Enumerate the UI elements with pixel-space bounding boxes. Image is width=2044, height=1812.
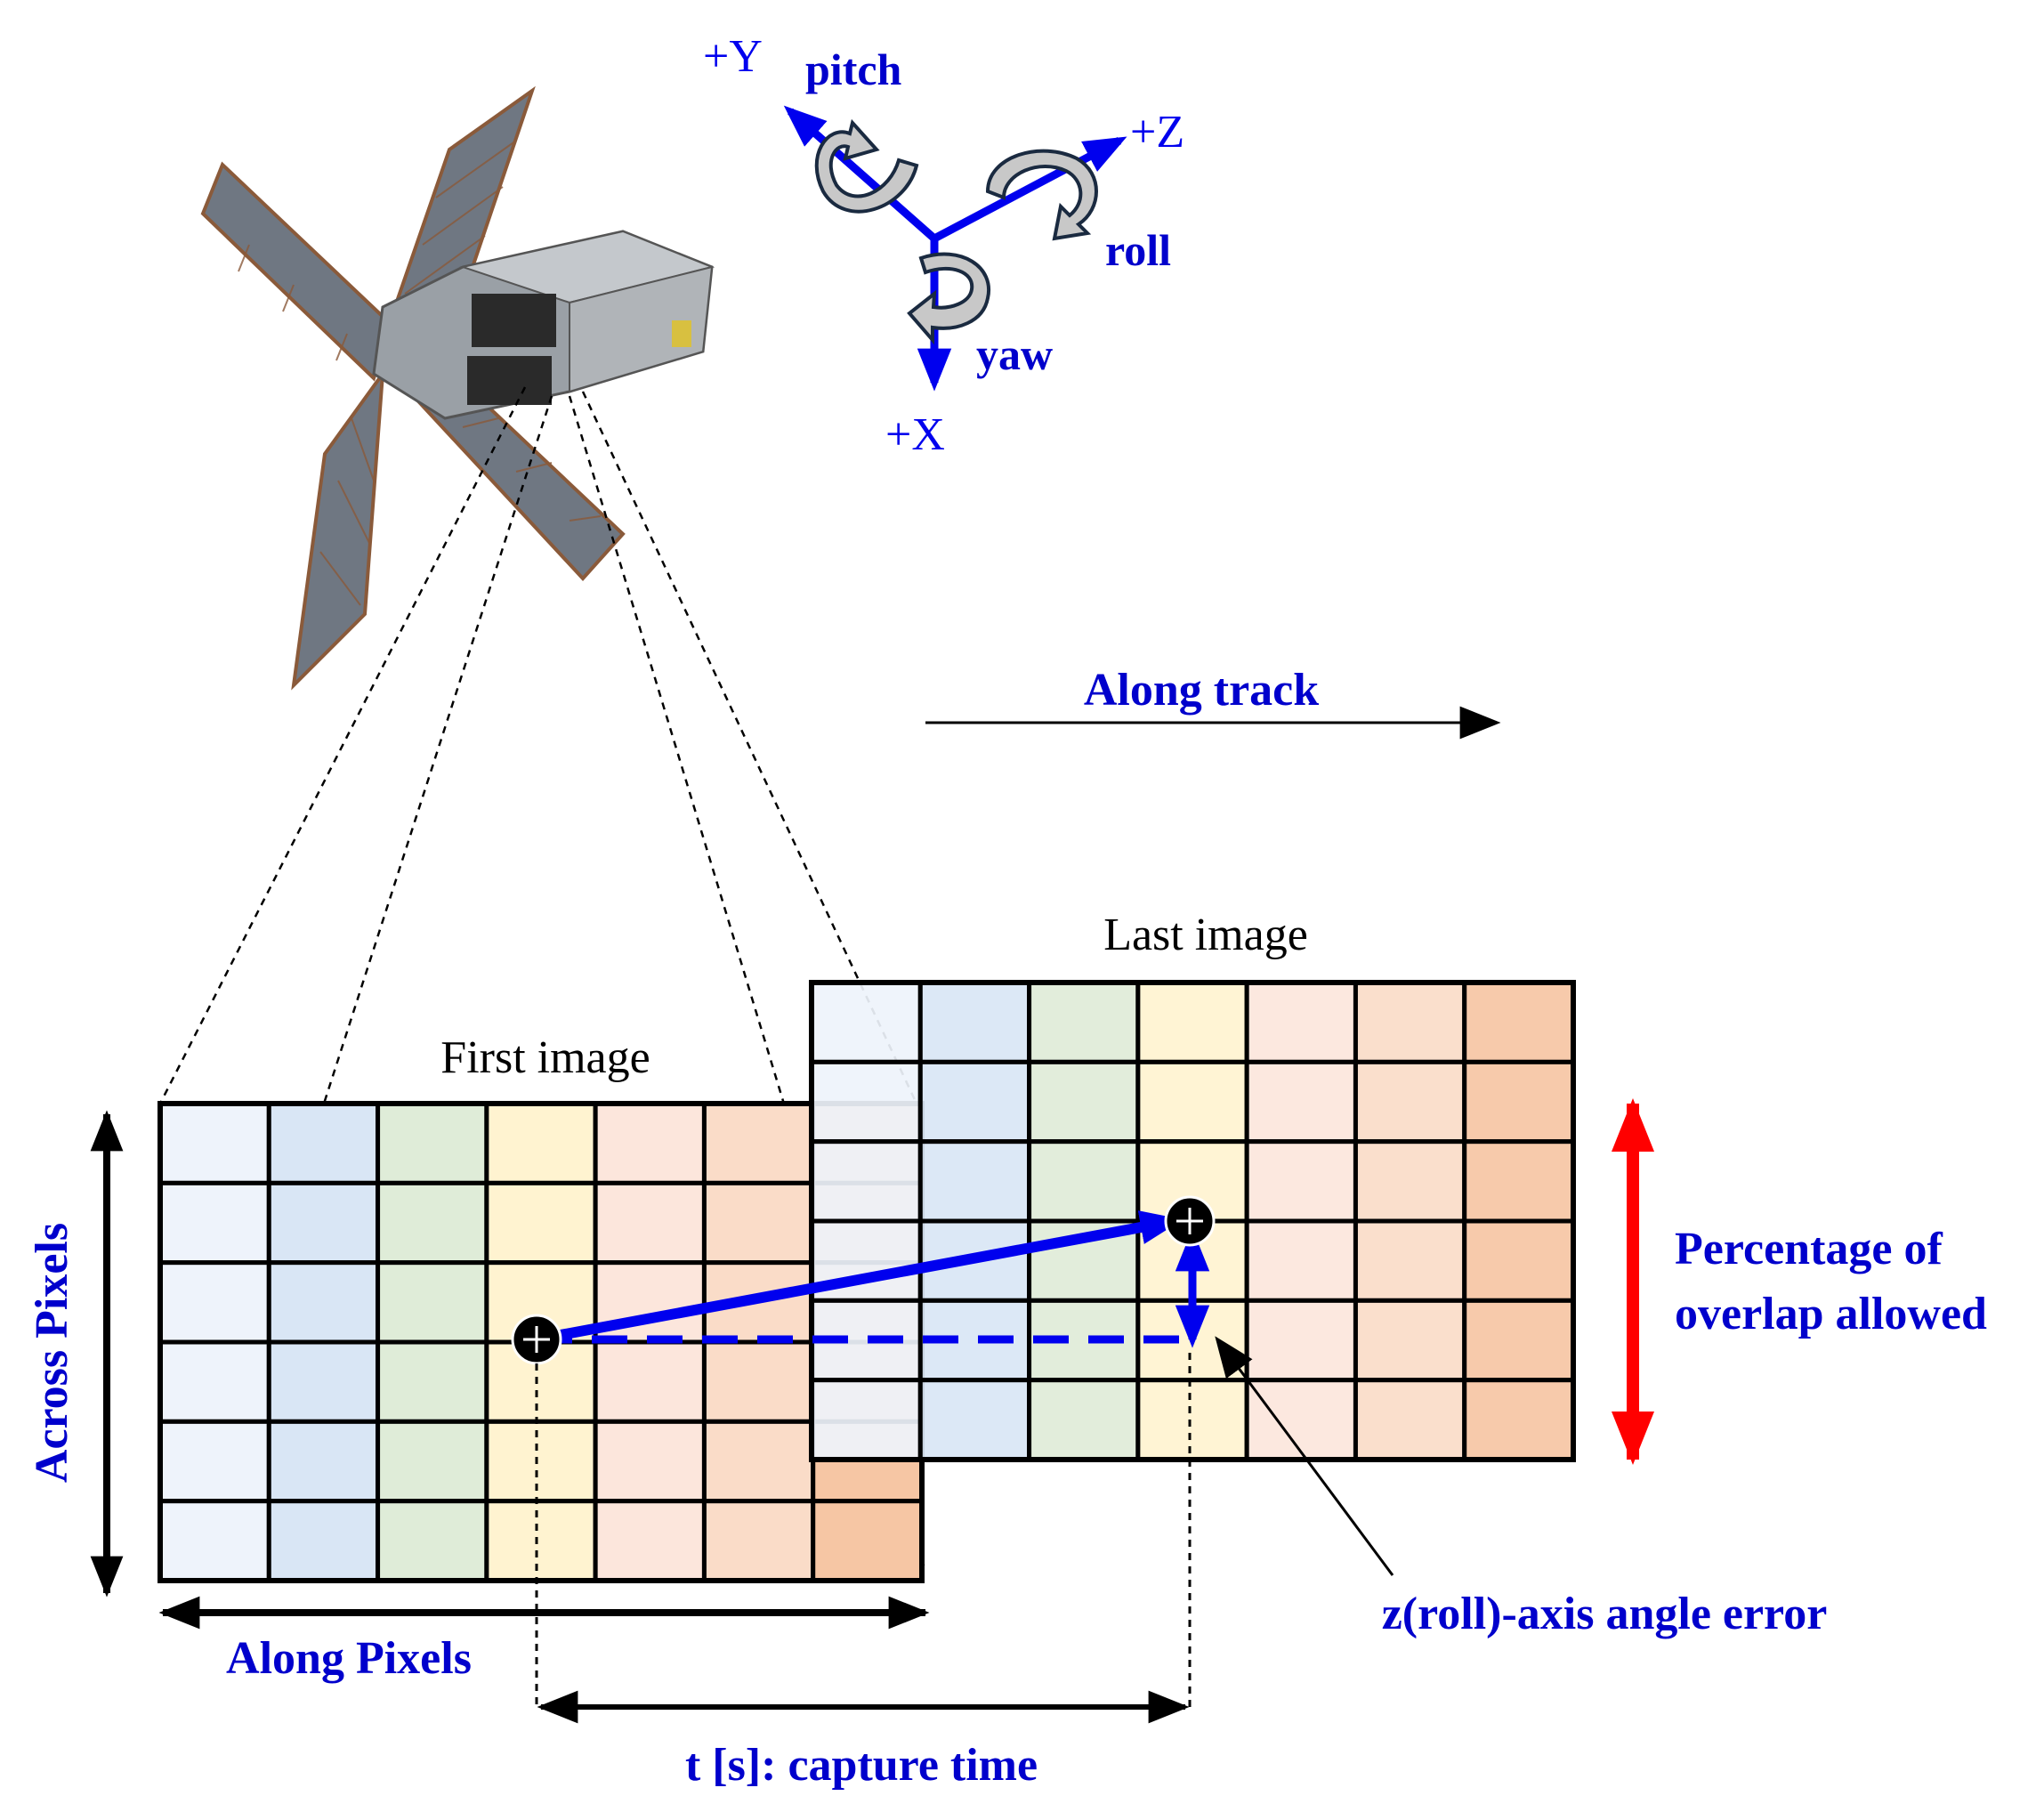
- last-image-cell: [1135, 1059, 1249, 1145]
- last-image-cell: [917, 980, 1032, 1064]
- last-image-cell: [1353, 980, 1467, 1064]
- last-image-grid: [809, 980, 1576, 1462]
- along-pixels-label: Along Pixels: [226, 1633, 472, 1684]
- last-image-cell: [1353, 1298, 1467, 1383]
- first-image-cell: [376, 1101, 489, 1185]
- first-image-cell: [593, 1180, 707, 1266]
- first-image-cell: [376, 1499, 489, 1583]
- last-image-cell: [917, 1139, 1032, 1224]
- last-image-cell: [1353, 1218, 1467, 1303]
- first-center-marker: [511, 1314, 562, 1365]
- last-image-cell: [1353, 1378, 1467, 1462]
- last-image-cell: [917, 1378, 1032, 1462]
- first-image-cell: [158, 1101, 271, 1185]
- last-image-label: Last image: [1103, 910, 1308, 960]
- across-pixels-label: Across Pixels: [27, 1223, 77, 1483]
- first-image-cell: [158, 1260, 271, 1345]
- plus-x-label: +X: [885, 409, 945, 460]
- first-image-cell: [266, 1180, 381, 1266]
- first-image-cell: [484, 1180, 598, 1266]
- last-image-cell: [917, 1059, 1032, 1145]
- roll-error-label: z(roll)-axis angle error: [1382, 1589, 1828, 1639]
- first-image-cell: [811, 1499, 925, 1583]
- last-image-cell: [1353, 1059, 1467, 1145]
- first-image-cell: [376, 1339, 489, 1424]
- last-image-cell: [809, 1139, 923, 1224]
- last-image-cell: [809, 1378, 923, 1462]
- displacement-arrow: [535, 1210, 1184, 1345]
- first-image-cell: [266, 1339, 381, 1424]
- pitch-label: pitch: [805, 44, 902, 94]
- last-image-cell: [1027, 1139, 1141, 1224]
- along-track-label: Along track: [1084, 665, 1319, 716]
- first-image-cell: [266, 1499, 381, 1583]
- first-image-cell: [158, 1499, 271, 1583]
- first-image-cell: [701, 1419, 816, 1504]
- pitch-rotation-icon: [814, 118, 919, 214]
- first-image-cell: [266, 1260, 381, 1345]
- first-image-cell: [701, 1499, 816, 1583]
- last-image-cell: [1135, 980, 1249, 1064]
- last-image-cell: [809, 980, 923, 1064]
- last-image-cell: [1244, 1059, 1358, 1145]
- capture-time-label: t [s]: capture time: [685, 1740, 1038, 1791]
- last-image-cell: [809, 1059, 923, 1145]
- last-image-cell: [1244, 1298, 1358, 1383]
- first-image-cell: [593, 1419, 707, 1504]
- first-image-cell: [376, 1419, 489, 1504]
- first-image-cell: [484, 1101, 598, 1185]
- roll-label: roll: [1105, 225, 1171, 275]
- first-image-cell: [701, 1180, 816, 1266]
- first-image-cell: [593, 1101, 707, 1185]
- first-image-cell: [158, 1339, 271, 1424]
- last-image-cell: [1027, 1059, 1141, 1145]
- first-image-cell: [266, 1419, 381, 1504]
- first-image-cell: [484, 1419, 598, 1504]
- axis-triad: +Y pitch +Z roll yaw +X: [703, 31, 1184, 460]
- first-image-cell: [158, 1419, 271, 1504]
- last-image-cell: [1462, 1139, 1576, 1224]
- overlap-label-line2: overlap allowed: [1675, 1289, 1987, 1339]
- overlap-label-line1: Percentage of: [1675, 1224, 1943, 1274]
- solar-panel-lower: [291, 368, 385, 691]
- last-image-cell: [1244, 1378, 1358, 1462]
- first-image-cell: [376, 1260, 489, 1345]
- plus-z-label: +Z: [1130, 107, 1184, 158]
- first-image-cell: [484, 1499, 598, 1583]
- first-image-cell: [158, 1180, 271, 1266]
- last-image-cell: [1244, 1218, 1358, 1303]
- last-image-cell: [1244, 980, 1358, 1064]
- first-image-cell: [266, 1101, 381, 1185]
- last-image-border: [809, 980, 1576, 1462]
- last-center-marker: [1164, 1195, 1216, 1247]
- first-image-cell: [593, 1499, 707, 1583]
- last-image-cell: [1027, 980, 1141, 1064]
- first-image-cell: [593, 1339, 707, 1424]
- roll-error-pointer: [1215, 1336, 1394, 1576]
- roll-rotation-icon: [985, 149, 1098, 241]
- last-image-cell: [1462, 980, 1576, 1064]
- yaw-rotation-icon: [907, 252, 991, 345]
- first-image-cell: [701, 1339, 816, 1424]
- first-image-cell: [701, 1101, 816, 1185]
- solar-panel-left: [200, 161, 394, 382]
- first-image-cell: [376, 1180, 489, 1266]
- last-image-cell: [1462, 1298, 1576, 1383]
- last-image-cell: [1462, 1218, 1576, 1303]
- last-image-cell: [1462, 1059, 1576, 1145]
- last-image-cell: [1135, 1378, 1249, 1462]
- capture-time-guides: [535, 1353, 1192, 1709]
- last-image-cell: [1462, 1378, 1576, 1462]
- last-image-cell: [1353, 1139, 1467, 1224]
- last-image-cell: [1244, 1139, 1358, 1224]
- yaw-label: yaw: [976, 329, 1053, 379]
- last-image-cell: [1027, 1378, 1141, 1462]
- z-axis-arrow: [932, 136, 1127, 242]
- plus-y-label: +Y: [703, 31, 763, 82]
- cubesat-icon: [200, 85, 715, 691]
- first-image-label: First image: [440, 1032, 650, 1083]
- y-axis-arrow: [783, 105, 937, 242]
